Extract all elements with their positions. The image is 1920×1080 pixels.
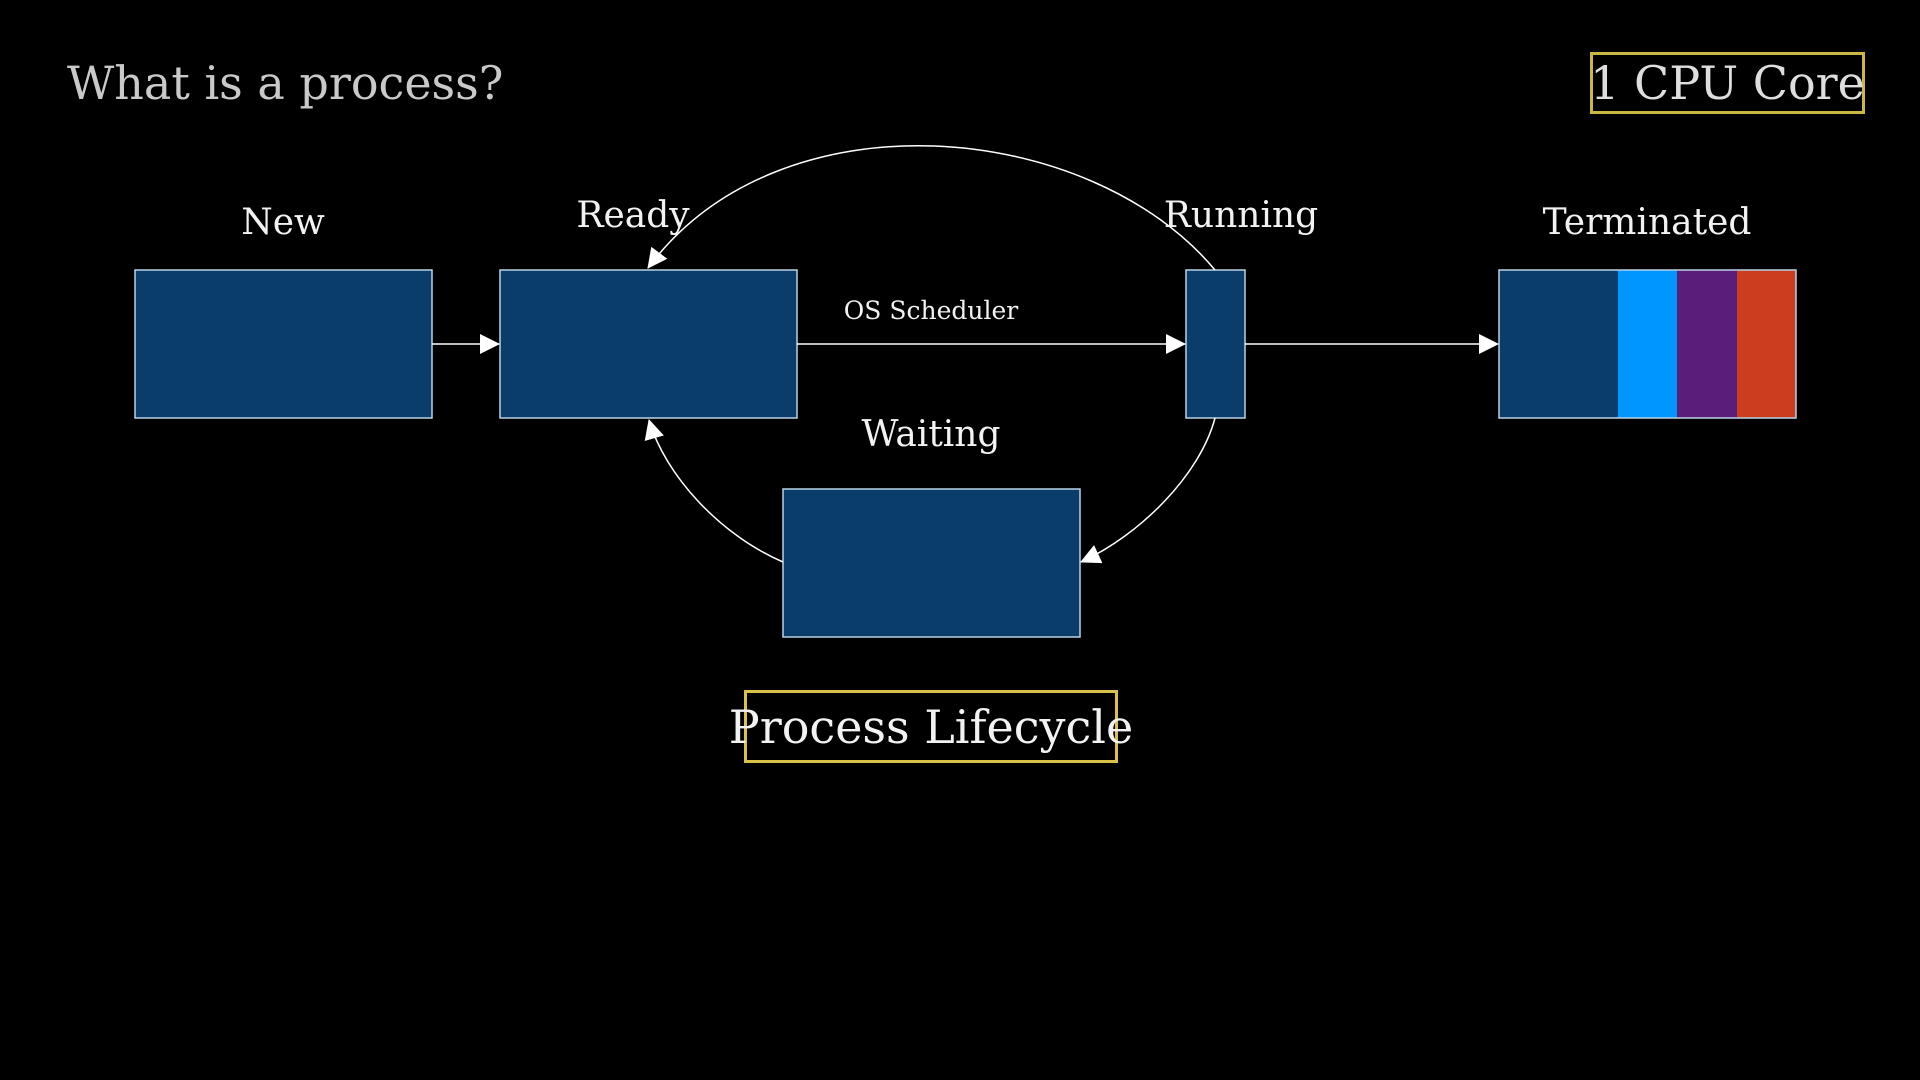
page-title: What is a process?	[67, 56, 504, 110]
terminated-segment-3	[1677, 270, 1737, 418]
edge-label-os-scheduler: OS Scheduler	[843, 296, 1019, 325]
terminated-segment-2	[1618, 270, 1677, 418]
state-label-new: New	[241, 202, 325, 243]
state-box-new	[134, 269, 433, 419]
state-box-terminated	[1498, 269, 1797, 419]
state-label-running: Running	[1163, 195, 1319, 236]
terminated-segment-4	[1737, 270, 1796, 418]
terminated-outline	[1498, 269, 1797, 419]
state-label-waiting: Waiting	[861, 414, 1001, 455]
diagram-caption: Process Lifecycle	[729, 690, 1133, 763]
arrow-running-to-waiting	[1080, 417, 1216, 564]
state-box-ready	[499, 269, 798, 419]
arrow-waiting-to-ready	[644, 419, 784, 563]
state-label-terminated: Terminated	[1542, 202, 1752, 243]
cpu-core-badge: 1 CPU Core	[1590, 52, 1865, 114]
state-box-running	[1185, 269, 1246, 419]
state-label-ready: Ready	[576, 195, 690, 236]
state-box-waiting	[782, 488, 1081, 638]
arrow-running-to-ready	[647, 144, 1216, 271]
terminated-segment-1	[1499, 270, 1618, 418]
